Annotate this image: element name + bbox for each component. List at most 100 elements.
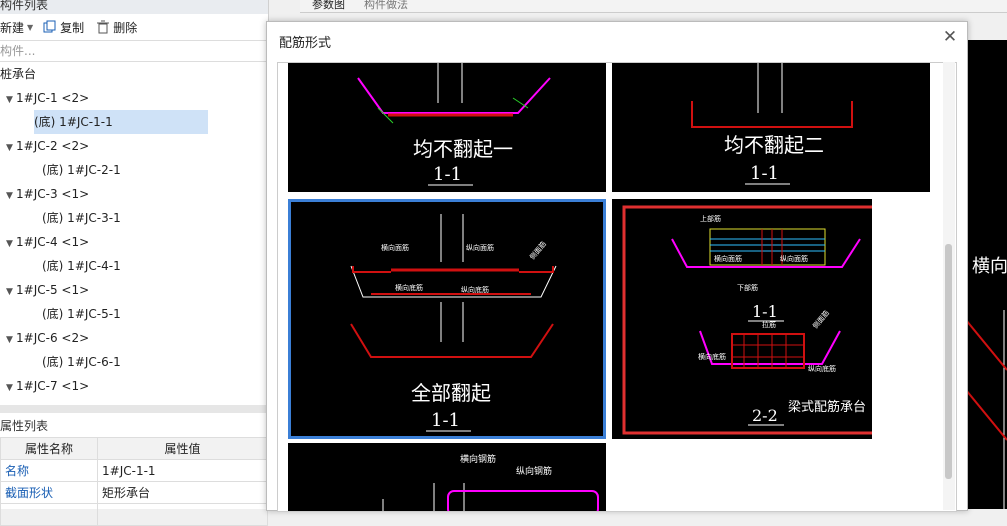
table-row[interactable]: 截面形状 矩形承台: [0, 481, 268, 504]
caret-icon[interactable]: ▼: [6, 335, 13, 345]
caret-icon[interactable]: ▼: [6, 239, 13, 249]
tree-group-label: 1#JC-2 <2>: [16, 139, 90, 153]
background-drawing: 横向: [965, 256, 1007, 509]
option-caption: 全部翻起: [411, 381, 491, 405]
tree-item[interactable]: (底) 1#JC-3-1: [42, 206, 121, 230]
drawing: 上部筋 横向面筋 纵向面筋 下部筋 1-1 拉筋 横向底筋 纵向底筋 侧面筋 2…: [622, 205, 892, 435]
chevron-down-icon[interactable]: ▼: [27, 22, 34, 32]
background-canvas: 横向: [965, 40, 1007, 509]
section-label: 1-1: [431, 410, 460, 431]
caret-icon[interactable]: ▼: [6, 191, 13, 201]
delete-label: 删除: [113, 20, 138, 35]
caret-icon[interactable]: ▼: [6, 287, 13, 297]
tree-group[interactable]: ▼1#JC-1 <2>: [6, 86, 89, 110]
close-button[interactable]: ✕: [941, 28, 959, 46]
option-thumb[interactable]: 均不翻起一 1-1: [288, 63, 606, 192]
new-button[interactable]: 新建 ▼: [0, 19, 33, 36]
tree-group[interactable]: ▼1#JC-5 <1>: [6, 278, 89, 302]
rebar-label: 上部筋: [700, 214, 721, 223]
rebar-label: 横向底筋: [395, 283, 423, 292]
tree-group[interactable]: ▼1#JC-2 <2>: [6, 134, 89, 158]
component-list-panel: 构件列表 新建 ▼ 复制 删除 构件... 桩承台 ▼1#JC-1 <2> (底…: [0, 0, 269, 526]
rebar-label: 纵向底筋: [808, 364, 836, 373]
rebar-label: 拉筋: [762, 320, 776, 329]
attr-name: 名称: [0, 459, 98, 482]
option-caption: 均不翻起二: [724, 133, 824, 157]
tree-item-label: (底) 1#JC-4-1: [42, 259, 121, 273]
delete-button[interactable]: 删除: [96, 19, 137, 36]
table-row[interactable]: 名称 1#JC-1-1: [0, 459, 268, 482]
tree-item[interactable]: (底) 1#JC-4-1: [42, 254, 121, 278]
toolbar: 新建 ▼ 复制 删除: [0, 14, 268, 40]
component-tree: 桩承台 ▼1#JC-1 <2> (底) 1#JC-1-1 ▼1#JC-2 <2>…: [0, 62, 268, 402]
attr-value[interactable]: 1#JC-1-1: [97, 459, 268, 482]
close-icon[interactable]: ✕: [942, 27, 958, 47]
rebar-label: 侧面筋: [811, 308, 831, 330]
tab-param-diagram[interactable]: 参数图: [312, 0, 345, 11]
rebar-form-dialog: 配筋形式 ✕ 均不翻起一 1-1 均不翻起二 1-1: [266, 21, 968, 512]
caret-icon[interactable]: ▼: [6, 95, 13, 105]
panel-title: 构件列表: [0, 0, 268, 14]
rebar-label: 下部筋: [737, 283, 758, 292]
rebar-label: 纵向钢筋: [516, 465, 552, 477]
option-thumb[interactable]: 上部筋 横向面筋 纵向面筋 下部筋 1-1 拉筋 横向底筋 纵向底筋 侧面筋 2…: [612, 199, 892, 439]
rebar-label: 侧面筋: [528, 239, 548, 261]
option-thumb[interactable]: 横向钢筋 纵向钢筋: [288, 443, 606, 511]
rebar-label: 横向面筋: [714, 254, 742, 263]
tree-group-label: 1#JC-4 <1>: [16, 235, 90, 249]
tab-component-method[interactable]: 构件做法: [364, 0, 408, 11]
rebar-label: 纵向面筋: [780, 254, 808, 263]
caret-icon[interactable]: ▼: [6, 383, 13, 393]
rebar-label: 横向面筋: [381, 243, 409, 252]
option-thumb[interactable]: 均不翻起二 1-1: [612, 63, 930, 192]
option-thumb-selected[interactable]: 横向面筋 纵向面筋 横向底筋 纵向底筋 侧面筋 全部翻起 1-1: [288, 199, 606, 439]
attr-table: 属性名称 属性值 名称 1#JC-1-1 截面形状 矩形承台: [0, 437, 268, 526]
scrollbar[interactable]: [943, 62, 955, 510]
tree-item[interactable]: (底) 1#JC-2-1: [42, 158, 121, 182]
tree-item[interactable]: (底) 1#JC-5-1: [42, 302, 121, 326]
section-label: 2-2: [752, 406, 778, 425]
gallery: 均不翻起一 1-1 均不翻起二 1-1: [277, 62, 957, 512]
drawing: 横向面筋 纵向面筋 横向底筋 纵向底筋 侧面筋 全部翻起 1-1: [350, 214, 557, 432]
section-label: 1-1: [750, 163, 779, 184]
copy-button[interactable]: 复制: [43, 19, 84, 36]
trash-icon: [97, 20, 110, 34]
dialog-title: 配筋形式: [279, 36, 332, 51]
rebar-label: 纵向面筋: [466, 243, 494, 252]
section-label: 1-1: [433, 164, 462, 185]
tree-group[interactable]: ▼1#JC-6 <2>: [6, 326, 89, 350]
tree-group[interactable]: ▼1#JC-7 <1>: [6, 374, 89, 398]
tree-group-label: 1#JC-5 <1>: [16, 283, 90, 297]
tree-group[interactable]: ▼1#JC-4 <1>: [6, 230, 89, 254]
tree-group[interactable]: ▼1#JC-3 <1>: [6, 182, 89, 206]
drawing: 均不翻起二 1-1: [691, 63, 853, 185]
tree-root[interactable]: 桩承台: [0, 67, 37, 81]
attr-header-name: 属性名称: [0, 437, 98, 460]
tree-group-label: 1#JC-3 <1>: [16, 187, 90, 201]
tree-item[interactable]: (底) 1#JC-6-1: [42, 350, 121, 374]
caret-icon[interactable]: ▼: [6, 143, 13, 153]
attr-table-wrap: 属性名称 属性值 名称 1#JC-1-1 截面形状 矩形承台: [0, 437, 268, 526]
tree-item-label: (底) 1#JC-3-1: [42, 211, 121, 225]
new-label: 新建: [0, 20, 25, 35]
scrollbar-thumb[interactable]: [945, 244, 952, 479]
top-tabs: 参数图 构件做法: [300, 0, 1007, 13]
option-caption: 梁式配筋承台: [788, 399, 866, 415]
search-input[interactable]: 构件...: [0, 40, 268, 62]
tree-group-label: 1#JC-1 <2>: [16, 91, 90, 105]
attr-header-value: 属性值: [97, 437, 268, 460]
rebar-label: 纵向底筋: [461, 285, 489, 294]
drawing: 横向钢筋 纵向钢筋: [382, 453, 599, 511]
copy-label: 复制: [60, 20, 85, 35]
table-row[interactable]: [0, 503, 268, 526]
attr-value[interactable]: 矩形承台: [97, 481, 268, 504]
copy-icon: [43, 20, 56, 33]
rebar-label: 横向底筋: [698, 352, 726, 361]
section-label: 1-1: [752, 302, 778, 321]
option-caption: 均不翻起一: [413, 137, 513, 161]
splitter[interactable]: [0, 405, 268, 413]
attr-name: 截面形状: [0, 481, 98, 504]
tree-item-selected[interactable]: (底) 1#JC-1-1: [34, 110, 208, 134]
tree-item-label: (底) 1#JC-6-1: [42, 355, 121, 369]
attr-panel-title: 属性列表: [0, 417, 268, 435]
